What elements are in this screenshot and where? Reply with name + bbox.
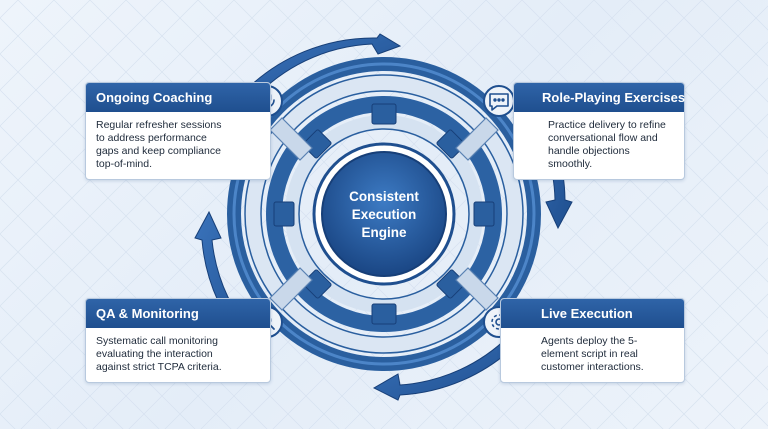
gear-tooth [302, 269, 332, 299]
ring-light [245, 75, 523, 353]
gear-tooth [371, 103, 397, 125]
ring-outer-highlight [232, 62, 536, 366]
stage-description: Regular refresher sessions to address pe… [96, 119, 222, 170]
gear-tooth [273, 201, 295, 227]
stage-description: Systematic call monitoring evaluating th… [96, 335, 222, 373]
connector-top-right [455, 117, 499, 161]
gear-tooth [436, 269, 466, 299]
arrow-top [242, 33, 402, 103]
connectors [269, 117, 499, 311]
ring-light-border-inner [260, 90, 508, 338]
hub [321, 151, 447, 277]
stage-title: Role-Playing Exercises [514, 83, 685, 112]
stage-description: Agents deploy the 5-element script in re… [541, 335, 644, 373]
connector-bottom-left [269, 267, 313, 311]
gear-tooth [436, 129, 466, 159]
connector-bottom-right [455, 267, 499, 311]
gear-tooth [473, 201, 495, 227]
stage-title: Ongoing Coaching [86, 83, 270, 112]
stage-title: QA & Monitoring [86, 299, 270, 328]
stage-card-ongoing-coaching: Ongoing Coaching Regular refresher sessi… [85, 82, 271, 180]
ring-light-border [244, 74, 524, 354]
stage-card-role-playing: Role-Playing Exercises Practice delivery… [513, 82, 685, 180]
stage-card-qa-monitoring: QA & Monitoring Systematic call monitori… [85, 298, 271, 383]
gear-teeth [273, 103, 495, 325]
icon-badge-chat [483, 85, 515, 117]
ring-inner-border [298, 128, 470, 300]
stage-card-live-execution: Live Execution Agents deploy the 5-eleme… [500, 298, 685, 383]
connector-top-left [269, 117, 313, 161]
center-label: Consistent Execution Engine [349, 189, 419, 240]
stage-description: Practice delivery to refine conversation… [548, 119, 666, 170]
stage-title: Live Execution [501, 299, 684, 328]
gear-tooth [371, 303, 397, 325]
chat-bubble-icon [489, 93, 509, 111]
gear-tooth [302, 129, 332, 159]
